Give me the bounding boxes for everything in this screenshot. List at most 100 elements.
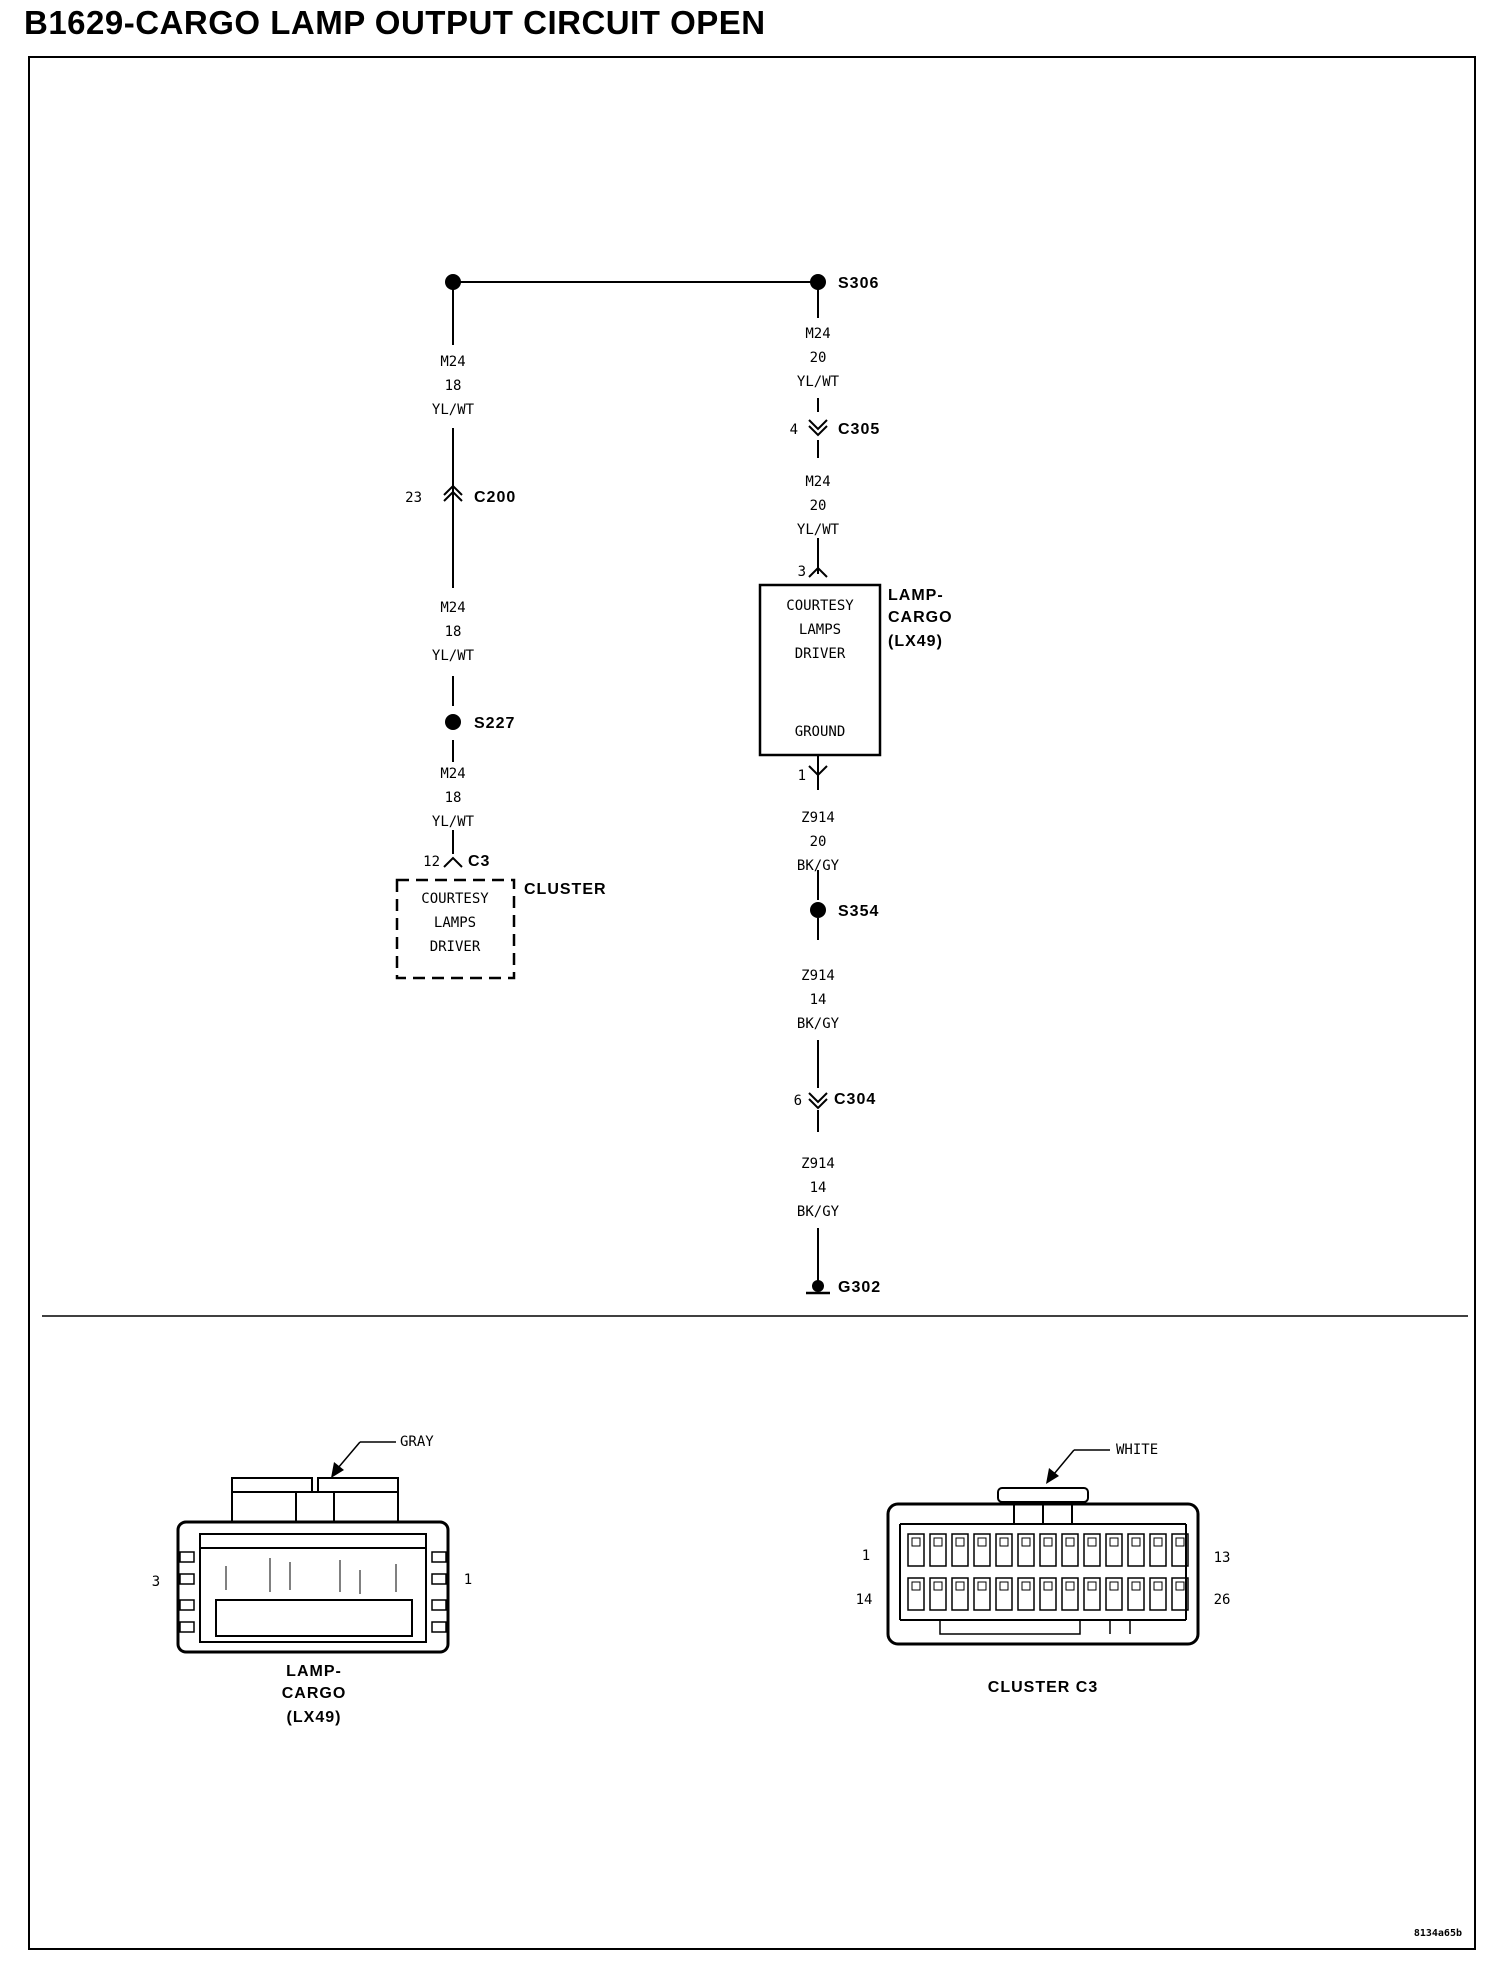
wire-color: BK/GY — [797, 1204, 840, 1220]
wire-circuit: Z914 — [801, 810, 835, 826]
wire-gauge: 20 — [810, 834, 827, 850]
pin-terminal — [1153, 1537, 1163, 1547]
lamp-connector-label2: CARGO — [282, 1685, 347, 1702]
lamp-connector-label3: (LX49) — [287, 1709, 342, 1726]
page-title: B1629-CARGO LAMP OUTPUT CIRCUIT OPEN — [24, 4, 766, 41]
pin-terminal — [955, 1581, 965, 1591]
pin-cavity — [973, 1577, 991, 1611]
diagram-frame — [28, 56, 1476, 1950]
pin-cavity — [995, 1577, 1013, 1611]
pin-cavity — [1127, 1533, 1145, 1567]
cluster-connector-pin-tr: 13 — [1214, 1550, 1231, 1566]
pin-cavity — [995, 1533, 1013, 1567]
pin-terminal — [955, 1537, 965, 1547]
lamp-module-box — [758, 583, 882, 757]
module-text: DRIVER — [795, 646, 846, 662]
wire-color: YL/WT — [797, 374, 840, 390]
lamp-label-line1: LAMP- — [888, 587, 944, 604]
wire-circuit: Z914 — [801, 1156, 835, 1172]
wire-circuit: Z914 — [801, 968, 835, 984]
c200-connector-symbol — [443, 484, 463, 502]
pin-terminal — [911, 1581, 921, 1591]
splice-dot — [445, 714, 461, 730]
module-text: COURTESY — [786, 598, 854, 614]
splice-dot — [810, 274, 826, 290]
pin-cavity — [907, 1533, 925, 1567]
pin-cavity — [1171, 1577, 1189, 1611]
lamp-connector-color: GRAY — [400, 1434, 434, 1450]
lamp-input-terminal — [808, 566, 828, 578]
lamp-connector-pin-left: 3 — [152, 1574, 160, 1590]
pin-cavity — [1061, 1577, 1079, 1611]
pin-cavity — [1061, 1533, 1079, 1567]
wire-color: BK/GY — [797, 858, 840, 874]
pin-cavity — [951, 1533, 969, 1567]
s306-label: S306 — [838, 275, 879, 292]
c200-label: C200 — [474, 489, 516, 506]
pin-terminal — [1131, 1581, 1141, 1591]
pin-terminal — [1043, 1581, 1053, 1591]
wire-color: YL/WT — [432, 814, 475, 830]
c3-label: C3 — [468, 853, 490, 870]
pin-terminal — [1087, 1537, 1097, 1547]
pin-cavity — [929, 1577, 947, 1611]
lamp-connector-face — [176, 1441, 450, 1654]
cluster-module-box — [395, 878, 516, 980]
pin-terminal — [1175, 1537, 1185, 1547]
pin-terminal — [1109, 1537, 1119, 1547]
wire-color: YL/WT — [432, 648, 475, 664]
wire-circuit: M24 — [440, 766, 465, 782]
splice-dot — [445, 274, 461, 290]
c305-connector-symbol — [808, 419, 828, 437]
pin-terminal — [1175, 1581, 1185, 1591]
module-text: LAMPS — [434, 915, 476, 931]
pin-terminal — [1087, 1581, 1097, 1591]
g302-label: G302 — [838, 1279, 881, 1296]
pin-cavity — [1105, 1533, 1123, 1567]
figure-id: 8134a65b — [1414, 1928, 1462, 1939]
wire-gauge: 20 — [810, 498, 827, 514]
c3-connector-symbol — [443, 856, 463, 868]
pin-terminal — [999, 1537, 1009, 1547]
wire-circuit: M24 — [440, 354, 465, 370]
s354-label: S354 — [838, 903, 879, 920]
c305-label: C305 — [838, 421, 880, 438]
pin-terminal — [1021, 1581, 1031, 1591]
pin-cavity — [1039, 1533, 1057, 1567]
lamp-input-pin: 3 — [798, 564, 806, 580]
pin-cavity — [1083, 1577, 1101, 1611]
wire-color: YL/WT — [797, 522, 840, 538]
wire-gauge: 14 — [810, 1180, 827, 1196]
pin-terminal — [1065, 1581, 1075, 1591]
wire-gauge: 14 — [810, 992, 827, 1008]
lamp-output-terminal — [808, 765, 828, 790]
pin-cavity — [1017, 1577, 1035, 1611]
wire-circuit: M24 — [805, 474, 830, 490]
c3-pin: 12 — [423, 854, 440, 870]
pin-terminal — [1109, 1581, 1119, 1591]
module-ground-text: GROUND — [795, 724, 846, 740]
pin-terminal — [977, 1537, 987, 1547]
pin-cavity — [1105, 1577, 1123, 1611]
pin-terminal — [977, 1581, 987, 1591]
pin-cavity — [1127, 1577, 1145, 1611]
pin-cavity — [1171, 1533, 1189, 1567]
cluster-connector-pin-br: 26 — [1214, 1592, 1231, 1608]
lamp-connector-pin-right: 1 — [464, 1572, 472, 1588]
cluster-connector-color: WHITE — [1116, 1442, 1158, 1458]
c305-pin: 4 — [790, 422, 798, 438]
lamp-label-line3: (LX49) — [888, 633, 943, 650]
c304-connector-symbol — [808, 1092, 828, 1110]
pin-cavity — [1149, 1577, 1167, 1611]
ground-symbol — [806, 1280, 830, 1295]
wire-color: YL/WT — [432, 402, 475, 418]
module-text: COURTESY — [421, 891, 489, 907]
cluster-connector-face — [886, 1449, 1200, 1646]
pin-cavity — [951, 1577, 969, 1611]
pin-cavity — [929, 1533, 947, 1567]
wire-gauge: 18 — [445, 790, 462, 806]
c200-pin: 23 — [405, 490, 422, 506]
module-text: DRIVER — [430, 939, 481, 955]
wire-circuit: M24 — [440, 600, 465, 616]
